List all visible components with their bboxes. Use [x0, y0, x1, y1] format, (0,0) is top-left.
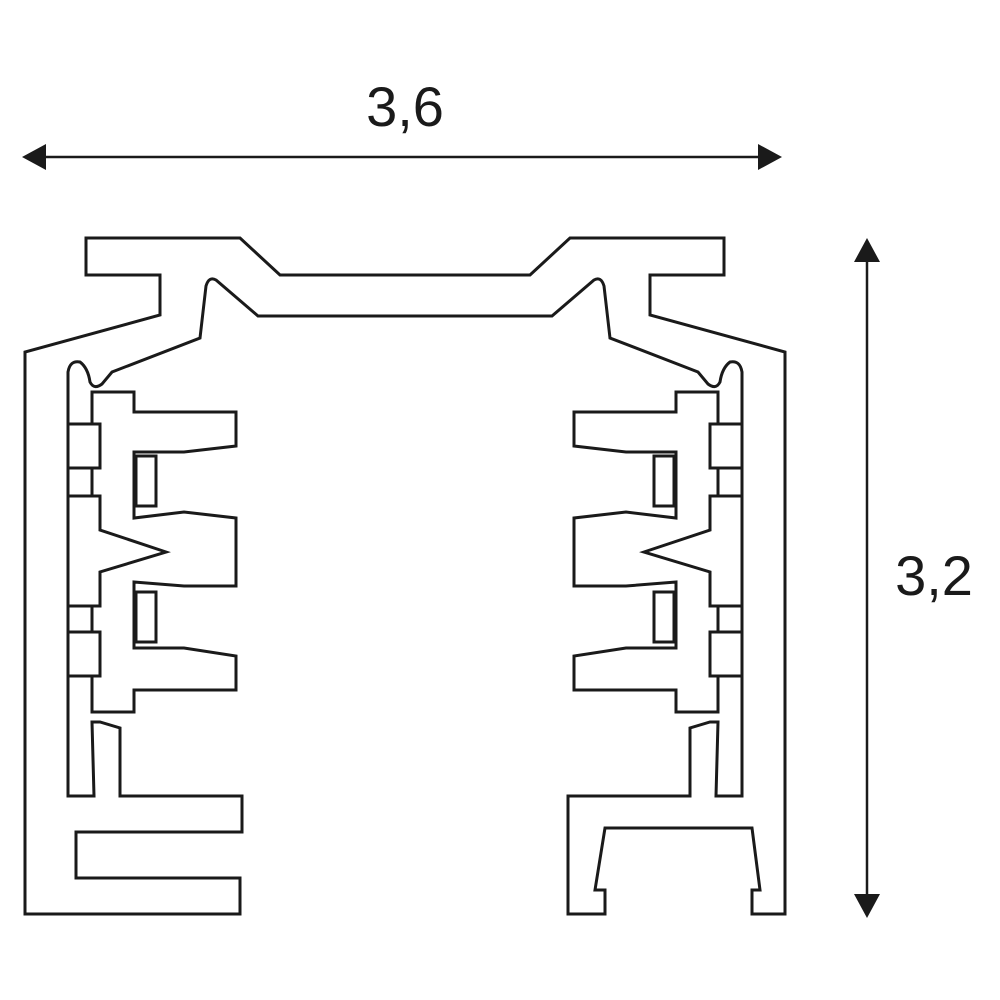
left-conductor-slot-2: [66, 630, 102, 678]
right-conductor-slot-2: [708, 630, 744, 678]
right-conductor-notch: [639, 494, 744, 608]
left-insulator-upper: [134, 454, 158, 508]
width-arrow-left: [22, 144, 46, 170]
width-arrow-right: [758, 144, 782, 170]
height-arrow-bottom: [854, 894, 880, 918]
width-dimension: 3,6: [22, 75, 782, 170]
height-arrow-top: [854, 238, 880, 262]
right-insulator-upper: [652, 454, 676, 508]
left-conductor-notch: [66, 494, 171, 608]
left-insulator-lower: [134, 590, 158, 644]
right-insulator-lower: [652, 590, 676, 644]
right-conductor-slot-1: [708, 422, 744, 470]
height-dimension: 3,2: [854, 238, 973, 918]
height-dimension-label: 3,2: [895, 544, 973, 607]
left-conductor-slot-1: [66, 422, 102, 470]
profile-outer-shell: [23, 236, 787, 916]
track-profile: [23, 236, 787, 916]
width-dimension-label: 3,6: [366, 75, 444, 138]
